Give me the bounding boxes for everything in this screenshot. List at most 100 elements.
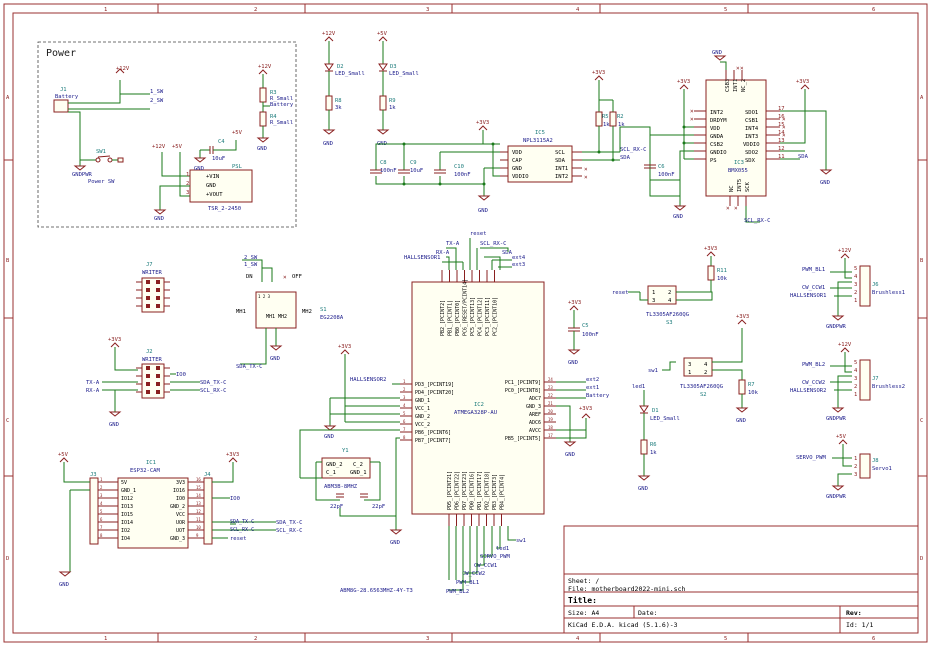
r3-value: R_Small xyxy=(270,96,293,102)
svg-text:2: 2 xyxy=(854,384,857,390)
ic3-rail-right: +3V3 xyxy=(796,79,809,85)
y1-c1: 22pF xyxy=(330,504,343,510)
esp-left-pin: IO13 xyxy=(121,504,133,510)
header-pad xyxy=(156,390,160,394)
r8-gnd: GND xyxy=(323,141,333,147)
col-4-bottom: 4 xyxy=(576,636,580,642)
ic2-rail-right: +3V3 xyxy=(579,406,592,412)
r8-value: 3k xyxy=(335,105,342,111)
ic2-left-num: 8 xyxy=(403,435,406,440)
c4-ref: C4 xyxy=(218,139,225,145)
svg-text:4: 4 xyxy=(704,362,708,368)
j2-gnd: GND xyxy=(109,422,119,428)
row-d: D xyxy=(6,556,9,562)
svg-text:×: × xyxy=(782,132,786,139)
ic2-left-pin: GND_2 xyxy=(415,414,430,420)
svg-text:1 2 3: 1 2 3 xyxy=(258,294,271,299)
r5r2-rail: +3V3 xyxy=(592,70,605,76)
c8-value: 100nF xyxy=(380,168,397,174)
ic3-pin-sdo2: SDO2 xyxy=(745,150,758,156)
svg-text:×: × xyxy=(726,205,730,212)
ic3-pin-csb2: CSB2 xyxy=(710,142,723,148)
j8-net-servo: SERVO_PWM xyxy=(796,455,826,461)
tb-rev: Rev: xyxy=(846,609,862,617)
esp-right-num: 15 xyxy=(196,485,201,490)
j6-ref: J6 xyxy=(872,282,879,288)
ic2-top-pin: PC4_[PCINT12] xyxy=(478,297,484,336)
ic2-right-num: 23 xyxy=(548,385,553,390)
esp-right-num: 13 xyxy=(196,501,201,506)
ic2-net-servo: SERVO_PWM xyxy=(480,554,510,560)
ic2-right-pin: ADC7 xyxy=(529,396,541,402)
r2-ref: R2 xyxy=(617,114,624,120)
ic2-bottom-pin: PD5_[PCINT21] xyxy=(447,471,453,510)
ic5-pin-scl: SCL xyxy=(555,150,566,156)
r4-gnd: GND xyxy=(257,146,267,152)
j7b-gnd: GNDPWR xyxy=(826,416,847,422)
svg-text:4: 4 xyxy=(854,274,858,280)
ic3-num-17: 17 xyxy=(778,106,785,112)
j6-net-cw: CW_CCW1 xyxy=(802,285,825,291)
j7-value: WRITER xyxy=(142,270,163,276)
col-6: 6 xyxy=(872,7,875,13)
esp-right-pin: GND_2 xyxy=(170,504,185,510)
ic3-num-11: 11 xyxy=(778,154,785,160)
col-6-bottom: 6 xyxy=(872,636,875,642)
col-5-bottom: 5 xyxy=(724,636,727,642)
ic2-bottom-pin: PD2_[PCINT18] xyxy=(485,471,491,510)
tb-title: Title: xyxy=(568,595,597,605)
esp-left-num: 1 xyxy=(100,477,103,482)
esp-gnd: GND xyxy=(59,582,69,588)
d3-rail: +5V xyxy=(377,31,388,37)
svg-text:SCL_RX-C: SCL_RX-C xyxy=(230,527,254,533)
ic3-pin-vdd: VDD xyxy=(710,126,720,132)
svg-text:×: × xyxy=(584,166,588,173)
row-c: C xyxy=(6,418,9,424)
j7b-group: +12V J7 Brushless2 PWM_BL2 CW_CCW2 HALLS… xyxy=(790,342,905,422)
ic2-net-pwmbl1: PWM_BL1 xyxy=(456,580,479,586)
esp-left-pin: IO12 xyxy=(121,496,133,502)
j7b-ref: J7 xyxy=(872,376,879,382)
d1-ref: D1 xyxy=(652,408,659,414)
ic2-gnd-right: GND xyxy=(565,452,575,458)
c5-value: 100nF xyxy=(582,332,599,338)
ic3-pin-int5: INT5 xyxy=(737,179,743,192)
header-pad xyxy=(156,382,160,386)
d3-ref: D3 xyxy=(390,64,397,70)
ic5-gnd: GND xyxy=(478,208,488,214)
svg-text:3: 3 xyxy=(652,298,655,304)
ic2-right-num: 18 xyxy=(548,425,553,430)
r9-ref: R9 xyxy=(389,98,396,104)
svg-text:×: × xyxy=(782,116,786,123)
j8-value: Servo1 xyxy=(872,466,892,472)
c5-ref: C5 xyxy=(582,323,589,329)
svg-text:1: 1 xyxy=(854,456,857,462)
svg-text:×: × xyxy=(734,205,738,212)
row-a: A xyxy=(6,95,10,101)
y1-pin-c1: C_1 xyxy=(326,470,336,476)
header-pad xyxy=(146,296,150,300)
sw1-value: Power SW xyxy=(88,179,115,185)
col-2: 2 xyxy=(254,7,257,13)
j7b-net-hall: HALLSENSOR2 xyxy=(790,388,826,394)
r5-ref: R5 xyxy=(602,114,609,120)
ic2-net-cwccw2: CW_CCW2 xyxy=(462,571,485,577)
svg-text:5: 5 xyxy=(854,360,857,366)
svg-text:×: × xyxy=(283,274,287,281)
r5-value: 1k xyxy=(603,122,610,128)
ic2-left-pin: VCC_1 xyxy=(415,406,430,412)
ic2-net-ext4: ext4 xyxy=(512,255,526,261)
y1-group: Y1 GND_2 C_2 C_1 GND_1 ABM3B-8MHZ 22pF 2… xyxy=(299,429,403,546)
j2-rail: +3V3 xyxy=(108,337,121,343)
ic2-left-num: 4 xyxy=(403,403,406,408)
psl-value: TSR_2-2450 xyxy=(208,206,241,212)
c9-ref: C9 xyxy=(410,160,417,166)
y1-c2: 22pF xyxy=(372,504,385,510)
sw1-ref: SW1 xyxy=(96,149,106,155)
r8-ref: R8 xyxy=(335,98,342,104)
ic3-pin-drdym: DRDYM xyxy=(710,118,727,124)
r7-value: 10k xyxy=(748,390,759,396)
tb-size: Size: A4 xyxy=(568,609,599,617)
